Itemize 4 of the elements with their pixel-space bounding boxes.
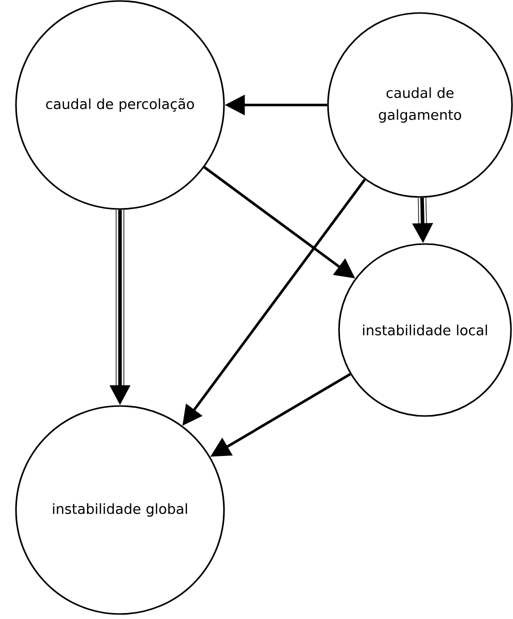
circle-node: instabilidade global	[15, 405, 225, 615]
circle-node: caudal de percolação	[15, 0, 225, 210]
circle-node: instabilidade local	[338, 243, 512, 417]
circle-node: caudal de galgamento	[327, 12, 513, 198]
